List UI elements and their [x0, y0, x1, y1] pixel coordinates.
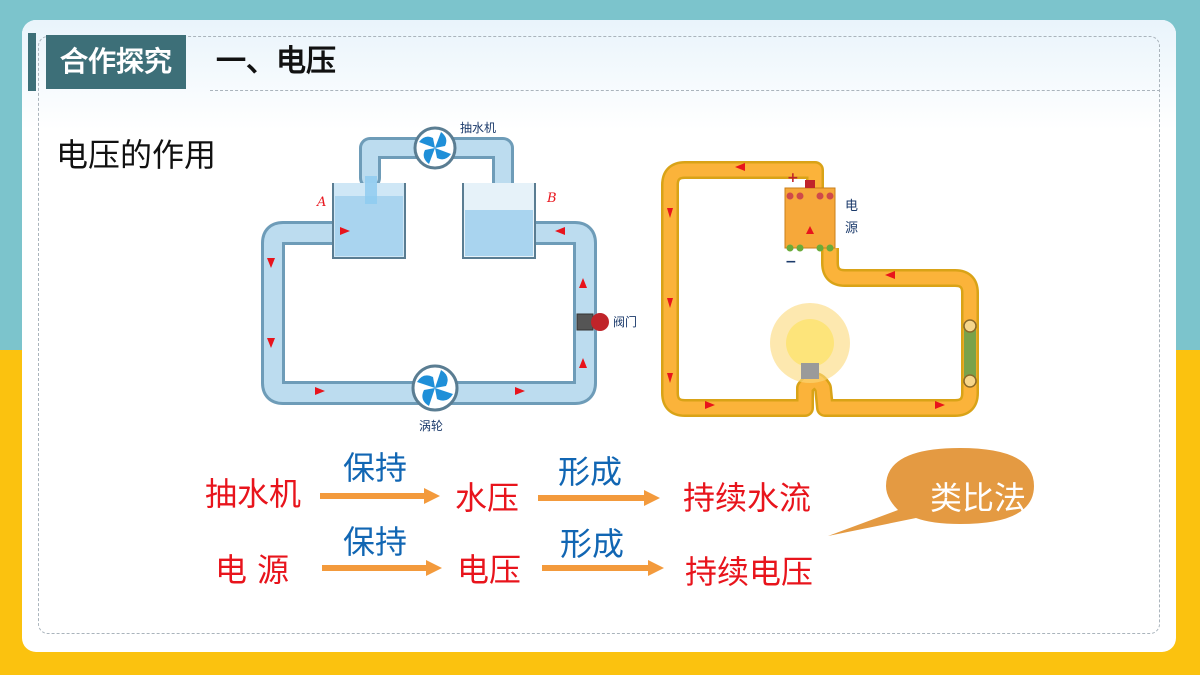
dashed-frame — [38, 36, 1160, 634]
row2-start: 电 源 — [215, 551, 290, 589]
section-badge: 合作探究 — [46, 35, 187, 89]
row2-arrow2 — [542, 560, 664, 576]
label-valve: 阀门 — [613, 314, 637, 329]
label-b: B — [546, 191, 557, 206]
slide-card — [22, 20, 1176, 652]
bubble-label: 类比法 — [929, 479, 1026, 517]
row1-middle: 水压 — [455, 479, 520, 517]
row1-end: 持续水流 — [683, 479, 812, 517]
plus-sign: + — [787, 170, 799, 186]
water-circuit-diagram: A B 抽水机 涡轮 阀门 — [261, 121, 637, 433]
label-source-1: 电 — [845, 199, 858, 214]
label-turbine: 涡轮 — [419, 419, 443, 433]
minus-sign: − — [785, 254, 797, 270]
row2-arrow1 — [322, 560, 442, 576]
row1-start: 抽水机 — [205, 475, 302, 513]
row1-arrow2 — [538, 490, 660, 506]
title-divider — [210, 90, 1160, 91]
row2-end: 持续电压 — [685, 553, 814, 591]
label-a: A — [316, 195, 326, 210]
row1-arrow1 — [320, 488, 440, 504]
analogy-bubble — [828, 448, 1034, 536]
electric-circuit-diagram: + − 电 源 — [661, 161, 979, 417]
slide-subtitle: 电压的作用 — [56, 136, 217, 174]
label-pump: 抽水机 — [460, 121, 496, 135]
row2-verb2: 形成 — [560, 525, 625, 563]
row1-verb2: 形成 — [558, 453, 623, 491]
title-accent-bar — [28, 33, 36, 91]
row1-verb1: 保持 — [343, 449, 408, 487]
row2-verb1: 保持 — [343, 523, 408, 561]
row2-middle: 电压 — [457, 551, 522, 589]
card-header-gradient — [22, 20, 1176, 130]
label-source-2: 源 — [845, 221, 858, 236]
page-title: 一、电压 — [216, 44, 336, 79]
